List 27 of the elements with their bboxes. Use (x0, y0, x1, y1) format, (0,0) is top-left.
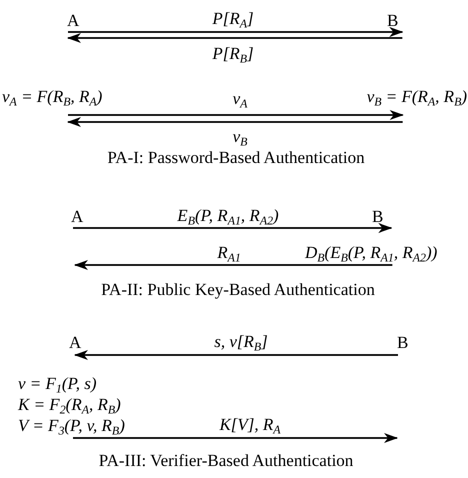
party-label: A (67, 12, 80, 30)
message-label: P[R$_{A}$] (210, 10, 256, 28)
arrow (68, 27, 404, 37)
arrow (74, 260, 392, 270)
message-label: R$_{A1}$ (215, 244, 243, 262)
party-label: A (71, 208, 84, 226)
arrow (67, 117, 403, 127)
message-label: P[R$_{B}$] (210, 45, 256, 63)
caption: PA-II: Public Key-Based Authentication (101, 281, 375, 299)
formula: v$_{B}$ = F(R$_{A}$, R$_{B}$) (366, 88, 467, 106)
arrow (74, 350, 398, 360)
party-label: B (397, 334, 408, 352)
formula: D$_{B}$(E$_{B}$(P, R$_{A1}$, R$_{A2}$)) (305, 244, 438, 262)
party-label: B (387, 12, 398, 30)
formula: v = F$_{1}$(P, s) K = F$_{2}$(R$_{A}$, R$_{B}$) V = F$_{3}$(P, v, R$_{B}$) (18, 373, 125, 436)
message-label: K[V], R$_{A}$ (217, 416, 283, 434)
arrow (73, 223, 392, 233)
caption: PA-I: Password-Based Authentication (107, 149, 365, 167)
party-label: B (372, 208, 384, 226)
arrow (68, 110, 404, 120)
party-label: A (69, 334, 82, 352)
arrow (67, 33, 402, 43)
message-label: s, v[R$_{B}$] (212, 333, 270, 351)
arrow (73, 433, 398, 443)
message-label: E$_{B}$(P, R$_{A1}$, R$_{A2}$) (175, 207, 281, 225)
formula: v$_{A}$ = F(R$_{B}$, R$_{A}$) (2, 88, 102, 106)
caption: PA-III: Verifier-Based Authentication (98, 452, 354, 470)
